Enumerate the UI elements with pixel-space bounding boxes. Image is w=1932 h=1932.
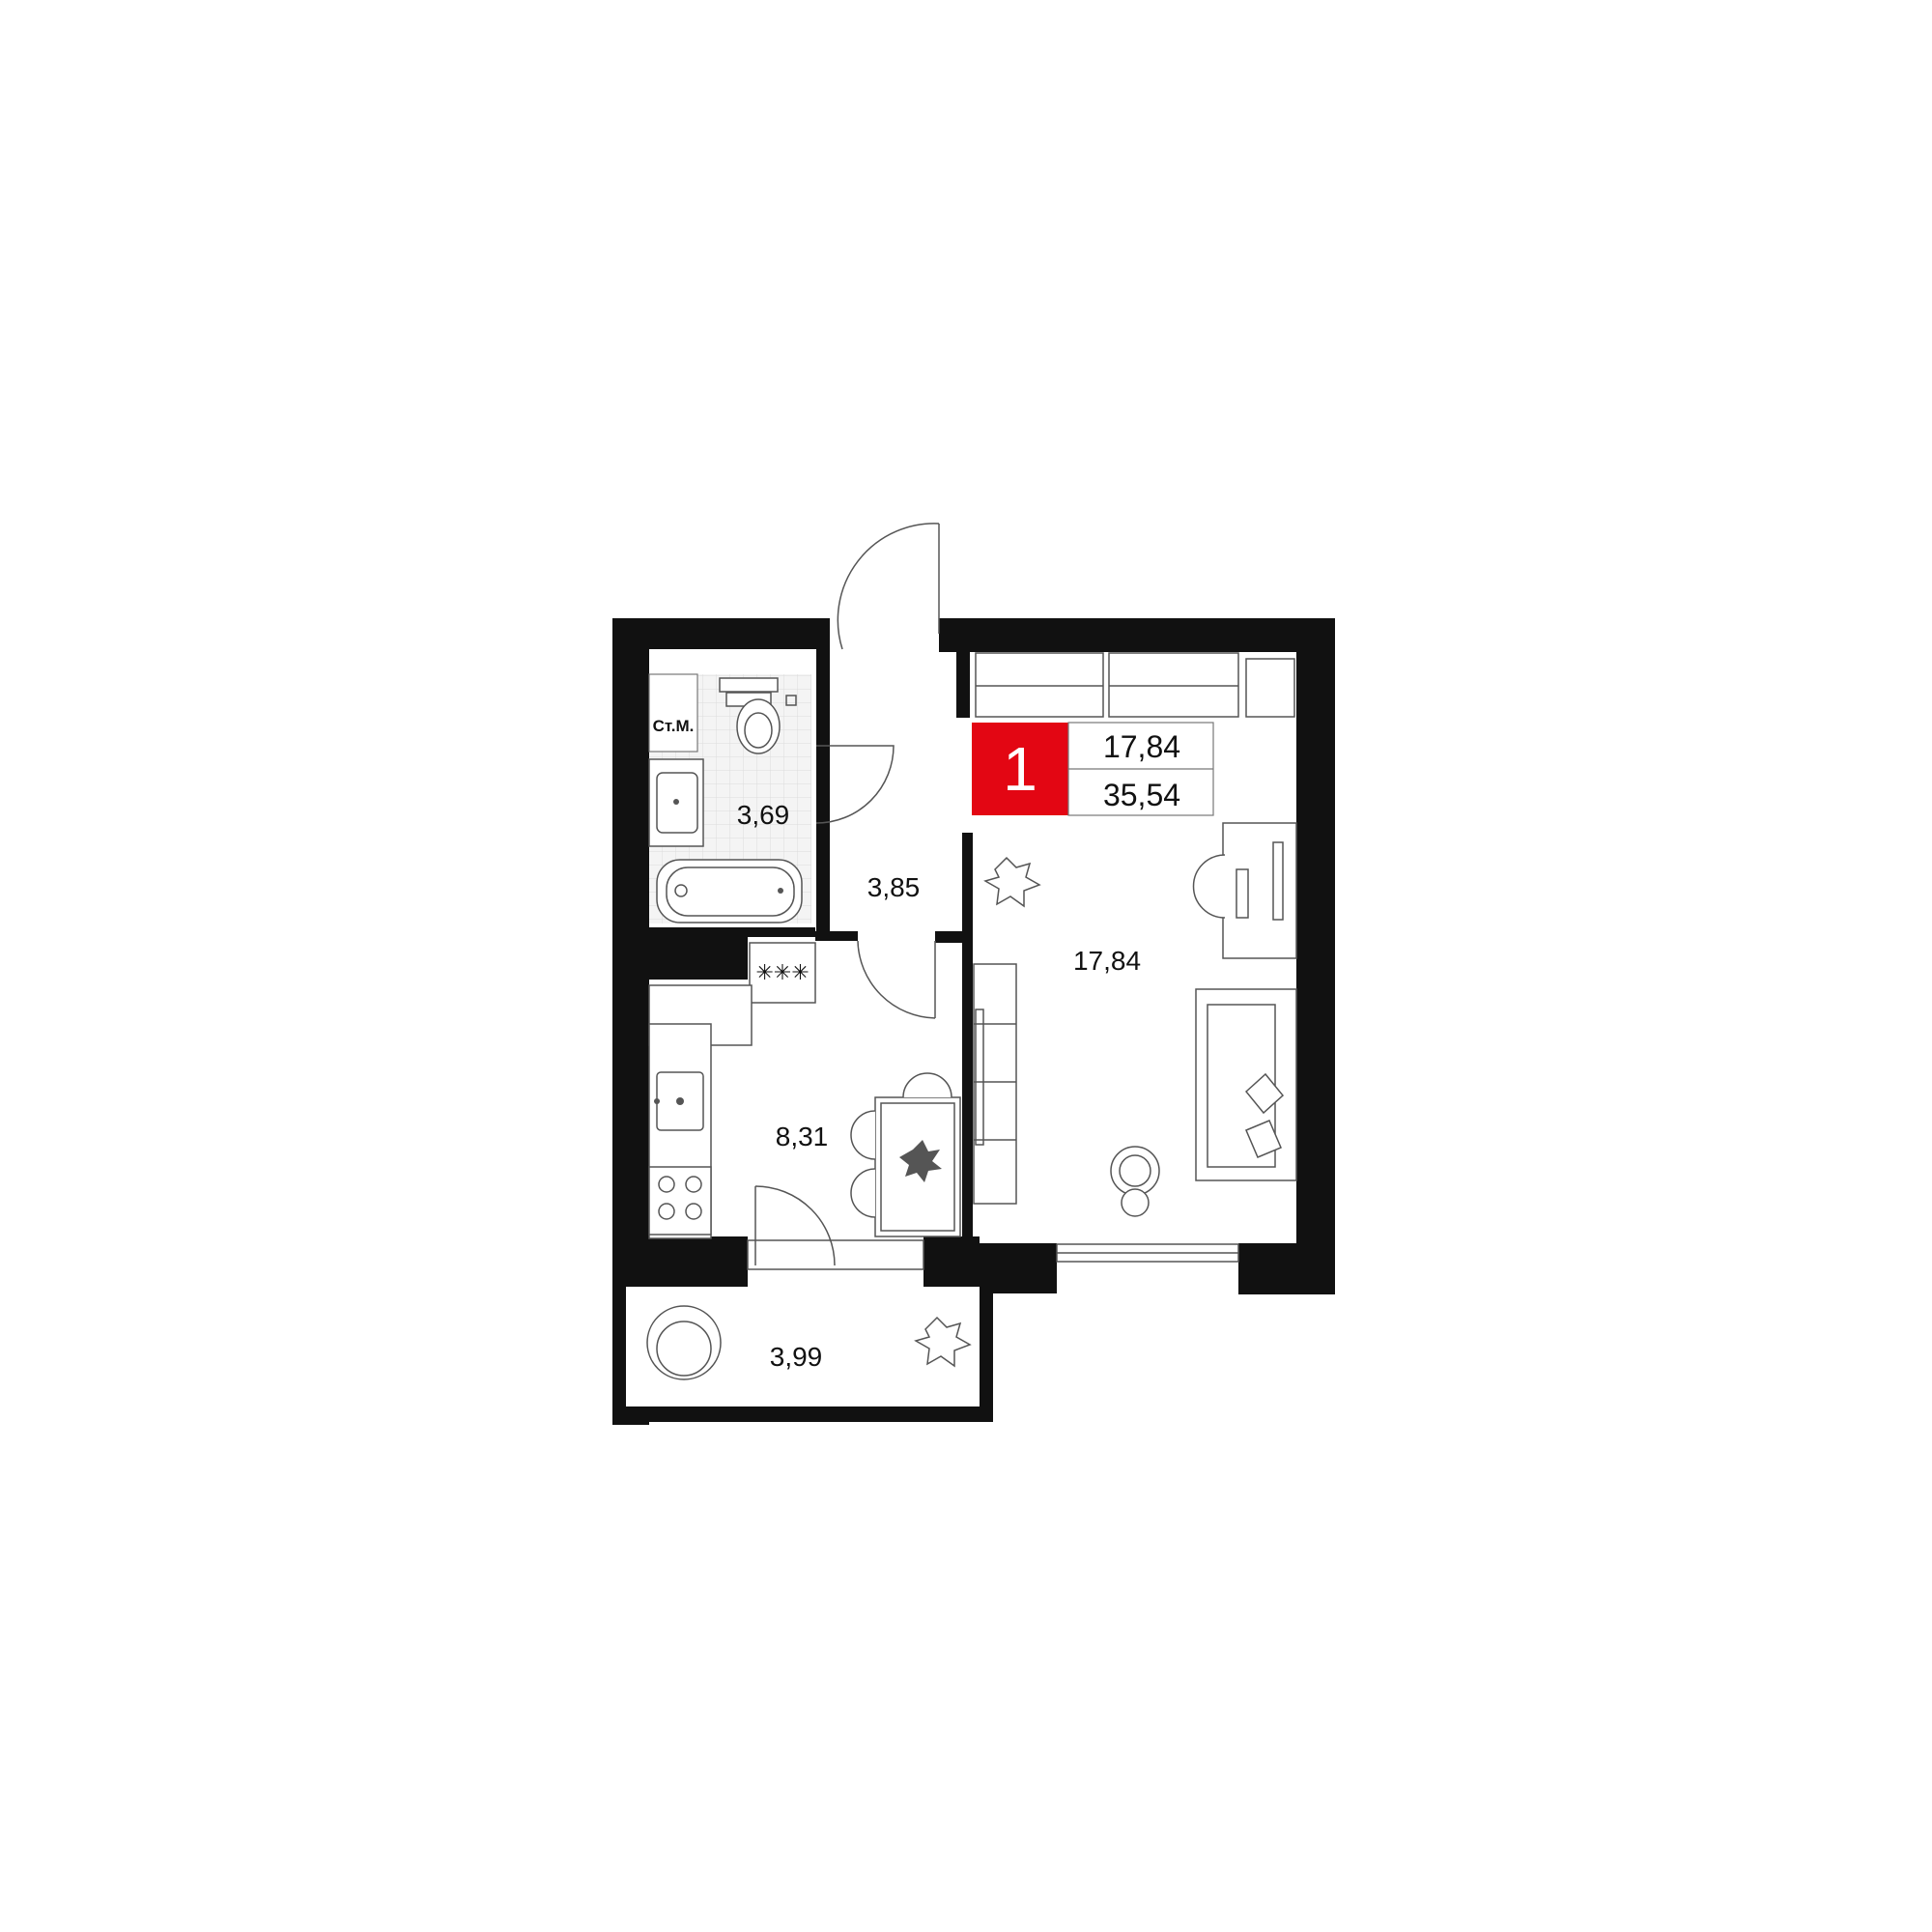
dining-table bbox=[850, 1072, 961, 1237]
rooms-count-badge bbox=[972, 723, 1068, 815]
chair-icon bbox=[1192, 854, 1226, 919]
window bbox=[1056, 1243, 1239, 1263]
sofa bbox=[1195, 988, 1297, 1181]
stove-icon bbox=[648, 1166, 712, 1236]
chair-icon bbox=[902, 1072, 952, 1098]
balcony: 3,99 bbox=[626, 1287, 980, 1406]
chair-icon bbox=[850, 1110, 876, 1160]
walls bbox=[612, 618, 1335, 1425]
cushion-icon bbox=[1244, 1072, 1285, 1115]
kitchen-door[interactable] bbox=[857, 940, 936, 1019]
hallway: 3,85 bbox=[867, 872, 921, 902]
kitchen-area: 8,31 bbox=[776, 1122, 829, 1151]
plant-icon bbox=[899, 1140, 942, 1182]
bathroom-door[interactable] bbox=[815, 745, 895, 824]
wardrobe bbox=[975, 652, 1295, 718]
living-area-value: 17,84 bbox=[1103, 729, 1180, 764]
bathtub-icon bbox=[656, 859, 803, 923]
kitchen-sink-icon bbox=[654, 1071, 704, 1131]
sink-icon bbox=[648, 758, 704, 847]
kitchen: ✳✳✳ 8,31 bbox=[648, 942, 961, 1239]
ventilation-label: ✳✳✳ bbox=[755, 960, 809, 984]
washing-machine-label: Ст.М. bbox=[653, 717, 695, 735]
plant-icon bbox=[914, 1316, 972, 1368]
armchair-icon bbox=[646, 1305, 722, 1380]
toilet-icon bbox=[719, 677, 797, 754]
plant-icon bbox=[983, 856, 1041, 908]
side-table bbox=[1110, 1146, 1160, 1217]
bathroom: Ст.М. 3,69 bbox=[648, 673, 811, 923]
washing-machine bbox=[648, 673, 698, 753]
total-area-value: 35,54 bbox=[1103, 778, 1180, 812]
rooms-count: 1 bbox=[1003, 734, 1037, 804]
entrance-door[interactable] bbox=[837, 523, 940, 650]
desk bbox=[1192, 822, 1297, 959]
apartment-badge: 1 17,84 35,54 bbox=[972, 722, 1214, 816]
balcony-area: 3,99 bbox=[770, 1342, 823, 1372]
ventilation-shaft bbox=[749, 942, 816, 1004]
chair-icon bbox=[850, 1168, 876, 1218]
tv-shelf bbox=[973, 963, 1017, 1205]
living-room: 17,84 bbox=[973, 652, 1297, 1263]
balcony-door[interactable] bbox=[747, 1185, 924, 1270]
hallway-area: 3,85 bbox=[867, 872, 921, 902]
bathroom-area: 3,69 bbox=[737, 800, 790, 830]
cushion-icon bbox=[1245, 1120, 1282, 1158]
living-room-area: 17,84 bbox=[1073, 946, 1141, 976]
